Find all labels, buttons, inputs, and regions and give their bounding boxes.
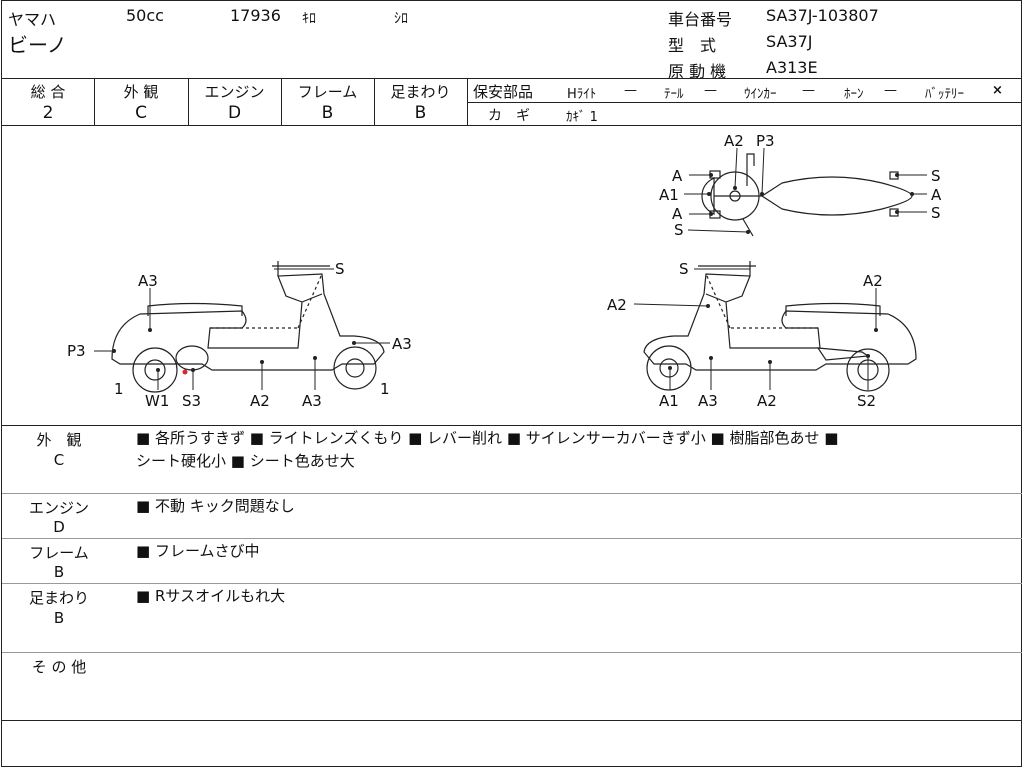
tail-label: ﾃｰﾙ — [664, 87, 684, 102]
safety-parts-title: 保安部品 — [473, 83, 534, 101]
headlight-status: — — [624, 83, 637, 98]
winker-status: — — [802, 83, 815, 98]
divider — [281, 78, 282, 125]
section-frame-grade: B — [53, 563, 65, 581]
diagram-label: A3 — [302, 392, 322, 410]
divider — [2, 652, 1022, 653]
diagram-label: A — [672, 205, 683, 223]
scooter-top-view — [701, 153, 913, 237]
battery-label: ﾊﾞｯﾃﾘｰ — [925, 87, 964, 102]
diagram-label: S — [335, 260, 345, 278]
chassis-value: SA37J-103807 — [766, 6, 879, 25]
divider — [2, 720, 1022, 721]
diagram-label: S — [674, 221, 684, 239]
divider — [2, 425, 1022, 426]
horn-label: ﾎｰﾝ — [844, 87, 864, 102]
diagram-label: A — [672, 167, 683, 185]
section-exterior-label: 外 観 — [36, 431, 82, 449]
diagram-label: A2 — [724, 132, 744, 150]
diagram-label: 1 — [380, 380, 390, 398]
divider — [2, 538, 1022, 539]
color: ｼﾛ — [394, 11, 408, 27]
grade-exterior-value: C — [135, 103, 147, 123]
diagram-label: A2 — [250, 392, 270, 410]
diagram-label: P3 — [756, 132, 775, 150]
grade-total-label: 総 合 — [30, 83, 66, 101]
diagram-label: A2 — [757, 392, 777, 410]
scooter-right-view — [643, 261, 917, 392]
grade-frame-label: フレーム — [297, 83, 358, 101]
divider — [2, 78, 1022, 79]
diagram-label: 1 — [114, 380, 124, 398]
diagram-label: S — [679, 260, 689, 278]
type-value: SA37J — [766, 32, 813, 51]
divider — [2, 125, 1022, 126]
grade-exterior-label: 外 観 — [123, 83, 159, 101]
section-engine-line1: ■ 不動 キック問題なし — [136, 497, 295, 515]
diagram-label: A1 — [659, 186, 679, 204]
chassis-label: 車台番号 — [668, 10, 733, 29]
maker: ヤマハ — [8, 10, 57, 29]
section-other-label: そ の 他 — [31, 658, 87, 676]
key-label: カ ギ — [488, 108, 530, 124]
divider — [188, 78, 189, 125]
section-exterior-grade: C — [53, 451, 65, 469]
engine-model-value: A313E — [766, 58, 818, 77]
divider — [94, 78, 95, 125]
divider — [467, 78, 468, 125]
diagram-label: S — [931, 167, 941, 185]
grade-total-value: 2 — [42, 103, 54, 123]
section-suspension-grade: B — [53, 609, 65, 627]
tail-status: — — [704, 83, 717, 98]
grade-engine-label: エンジン — [204, 83, 265, 101]
section-suspension-line1: ■ Rサスオイルもれ大 — [136, 587, 286, 605]
divider — [374, 78, 375, 125]
diagram-label: P3 — [67, 342, 86, 360]
horn-status: — — [884, 83, 897, 98]
divider — [2, 493, 1022, 494]
diagram-label: A — [931, 186, 942, 204]
diagram-label: S3 — [182, 392, 201, 410]
section-exterior-line2: シート硬化小 ■ シート色あせ大 — [136, 452, 355, 470]
section-exterior-line1: ■ 各所うすきず ■ ライトレンズくもり ■ レバー削れ ■ サイレンサーカバー… — [136, 429, 839, 447]
mileage: 17936 — [230, 6, 281, 25]
grade-engine-value: D — [227, 103, 242, 123]
diagram-label: A1 — [659, 392, 679, 410]
battery-status: × — [992, 83, 1003, 98]
grade-frame-value: B — [321, 103, 334, 123]
model-name: ビーノ — [8, 33, 67, 57]
damage-diagram: A2 P3 A A1 A S S A S S A3 P3 A3 1 1 W1 S… — [67, 132, 942, 410]
diagram-label: W1 — [145, 392, 169, 410]
grade-suspension-label: 足まわり — [390, 83, 451, 101]
diagram-label: A2 — [863, 272, 883, 290]
key-value: ｶｷﾞ 1 — [566, 110, 598, 125]
type-label: 型 式 — [668, 36, 717, 55]
headlight-label: Hﾗｲﾄ — [567, 87, 597, 102]
grade-suspension-value: B — [414, 103, 427, 123]
section-frame-label: フレーム — [29, 544, 89, 562]
displacement: 50cc — [126, 6, 164, 25]
mileage-unit: ｷﾛ — [302, 11, 316, 27]
section-engine-label: エンジン — [28, 499, 89, 517]
engine-model-label: 原 動 機 — [668, 62, 727, 81]
section-frame-line1: ■ フレームさび中 — [136, 542, 260, 560]
diagram-label: A2 — [607, 296, 627, 314]
diagram-label: S — [931, 204, 941, 222]
diagram-label: A3 — [138, 272, 158, 290]
divider — [2, 583, 1022, 584]
diagram-label: S2 — [857, 392, 876, 410]
diagram-label: A3 — [392, 335, 412, 353]
divider — [467, 102, 1022, 103]
section-engine-grade: D — [53, 518, 65, 536]
section-suspension-label: 足まわり — [28, 589, 89, 607]
diagram-label: A3 — [698, 392, 718, 410]
damage-points — [112, 173, 914, 375]
winker-label: ｳｲﾝｶｰ — [744, 87, 777, 102]
